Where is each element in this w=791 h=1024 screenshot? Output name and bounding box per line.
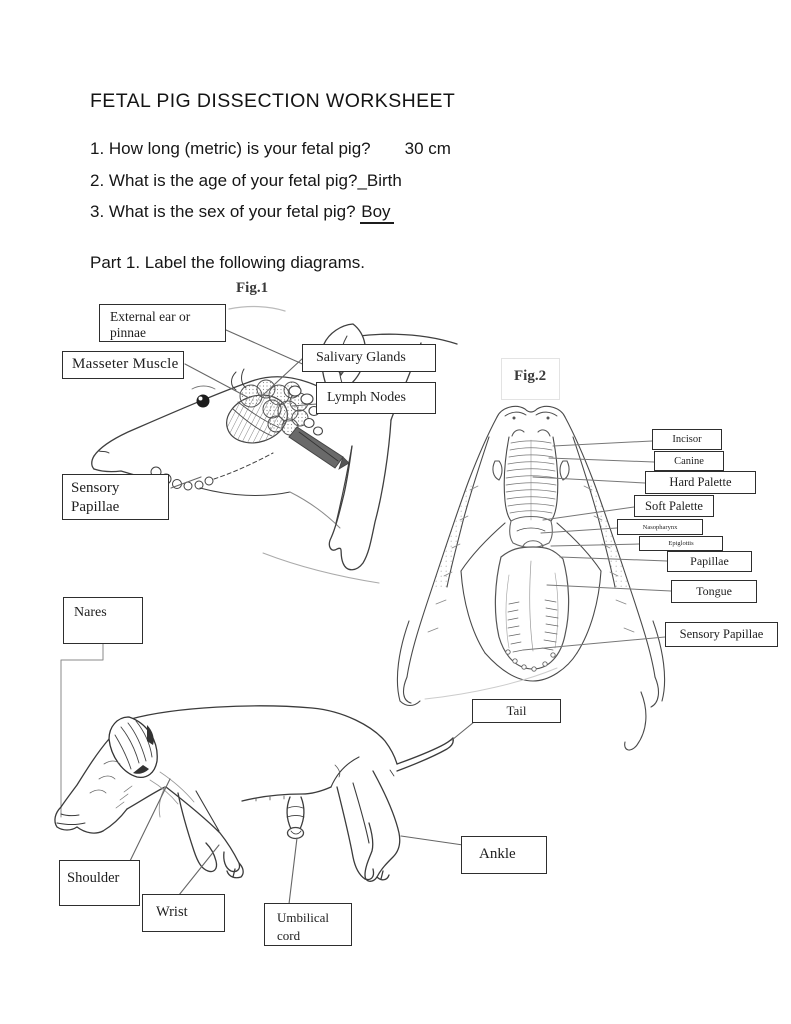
fig3-label-wrist: Wrist: [142, 894, 225, 932]
fig2-label-incisor: Incisor: [652, 429, 722, 450]
fig3-label-shoulder: Shoulder: [59, 860, 140, 906]
part1-heading: Part 1. Label the following diagrams.: [90, 253, 365, 272]
question-3: 3. What is the sex of your fetal pig? Bo…: [90, 202, 394, 224]
fig1-label-salivary-glands: Salivary Glands: [302, 344, 436, 372]
question-3-text: 3. What is the sex of your fetal pig?: [90, 202, 356, 221]
fig3-label-tail: Tail: [472, 699, 561, 723]
fig2-label-soft-palette: Soft Palette: [634, 495, 714, 517]
fig1-caption: Fig.1: [236, 280, 269, 296]
fig2-label-canine: Canine: [654, 451, 724, 471]
fig2-label-papillae: Papillae: [667, 551, 752, 572]
fig1-label-masseter-muscle: Masseter Muscle: [62, 351, 184, 379]
fig1-label-sensory-papillae: Sensory Papillae: [62, 474, 169, 520]
fig2-label-epiglottis: Epiglottis: [639, 536, 723, 551]
question-2-separator: _: [357, 171, 367, 190]
fig3-label-umbilical-cord: Umbilical cord: [264, 903, 352, 946]
fig2-mouth-palate-drawing: [396, 405, 672, 751]
question-2-text: 2. What is the age of your fetal pig?: [90, 171, 358, 190]
question-1-answer: 30 cm: [404, 139, 451, 158]
fig2-label-tongue: Tongue: [671, 580, 757, 603]
fig2-label-nasopharynx: Nasopharynx: [617, 519, 703, 535]
question-2-answer: Birth: [366, 171, 402, 190]
fig2-caption: Fig.2: [514, 368, 547, 384]
fig1-label-lymph-nodes: Lymph Nodes: [316, 382, 436, 414]
worksheet-title: FETAL PIG DISSECTION WORKSHEET: [90, 90, 456, 112]
fig3-label-ankle: Ankle: [461, 836, 547, 874]
question-1: 1. How long (metric) is your fetal pig? 3…: [90, 139, 451, 159]
fig2-label-hard-palette: Hard Palette: [645, 471, 756, 494]
fig3-label-nares: Nares: [63, 597, 143, 644]
question-2: 2. What is the age of your fetal pig?_Bi…: [90, 171, 402, 191]
question-3-answer: Boy: [360, 202, 394, 224]
fig2-label-sensory-papillae: Sensory Papillae: [665, 622, 778, 647]
fig1-label-external-ear: External ear or pinnae: [99, 304, 226, 342]
question-1-text: 1. How long (metric) is your fetal pig?: [90, 139, 371, 158]
fig2-caption-box: [501, 358, 560, 400]
fig3-whole-pig-drawing: [54, 643, 558, 905]
